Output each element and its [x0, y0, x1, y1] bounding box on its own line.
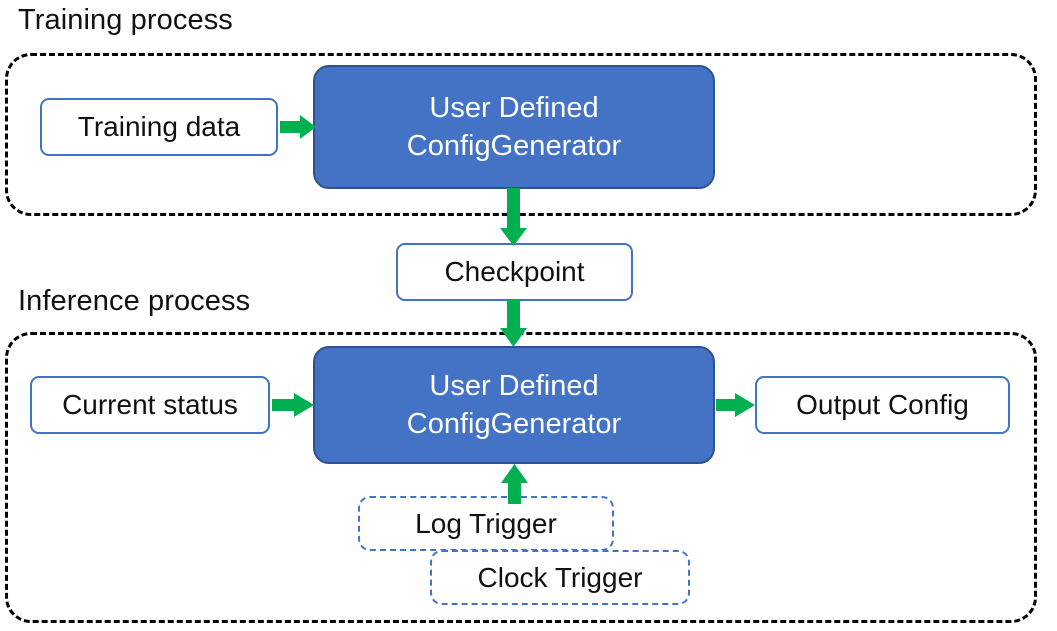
log-trigger-label: Log Trigger	[415, 507, 557, 539]
training-config-generator-box[interactable]: User Defined ConfigGenerator	[313, 65, 715, 189]
current-status-box[interactable]: Current status	[30, 376, 270, 434]
output-config-box[interactable]: Output Config	[755, 376, 1010, 434]
inference-process-label: Inference process	[18, 285, 251, 317]
current-status-label: Current status	[62, 389, 238, 420]
training-data-label: Training data	[77, 111, 241, 142]
training-config-generator-label-line1: User Defined	[429, 92, 599, 124]
log-trigger-box[interactable]: Log Trigger	[358, 496, 614, 551]
clock-trigger-label: Clock Trigger	[477, 561, 643, 593]
training-data-box[interactable]: Training data	[40, 98, 278, 156]
training-config-generator-label-line2: ConfigGenerator	[406, 130, 622, 162]
clock-trigger-box[interactable]: Clock Trigger	[430, 550, 690, 605]
training-process-label: Training process	[18, 4, 233, 36]
checkpoint-box[interactable]: Checkpoint	[396, 243, 633, 301]
inference-config-generator-label-line2: ConfigGenerator	[406, 408, 622, 440]
training-process-container	[5, 53, 1037, 216]
checkpoint-label: Checkpoint	[444, 256, 585, 287]
inference-config-generator-label-line1: User Defined	[429, 370, 599, 402]
inference-config-generator-box[interactable]: User Defined ConfigGenerator	[313, 346, 715, 464]
output-config-label: Output Config	[796, 389, 969, 420]
